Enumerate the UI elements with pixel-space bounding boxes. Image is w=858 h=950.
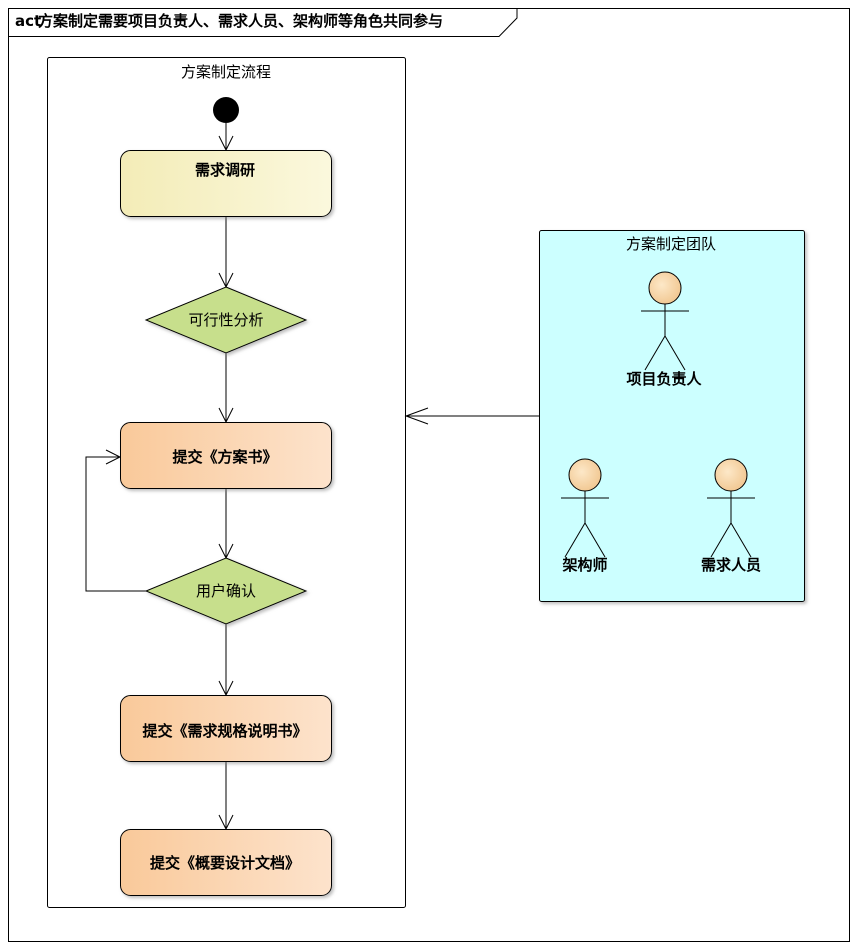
frame-title-tab: [8, 8, 518, 37]
decision-user-confirm: 用户确认: [144, 557, 308, 625]
activity-submit-plan: 提交《方案书》: [120, 422, 332, 489]
activity-submit-spec: 提交《需求规格说明书》: [120, 695, 332, 762]
activity-submit-spec-label: 提交《需求规格说明书》: [142, 722, 307, 740]
activity-submit-plan-label: 提交《方案书》: [172, 448, 277, 466]
team-partition: 方案制定团队: [539, 230, 805, 602]
decision-user-confirm-label: 用户确认: [196, 582, 256, 600]
actor-requirements-staff-label: 需求人员: [701, 556, 761, 574]
team-partition-label: 方案制定团队: [626, 235, 716, 253]
actor-architect: 架构师: [561, 458, 609, 574]
actor-requirements-staff: 需求人员: [701, 458, 761, 574]
initial-node: [213, 97, 239, 123]
decision-feasibility: 可行性分析: [144, 286, 308, 354]
actor-project-lead-label: 项目负责人: [626, 370, 702, 388]
diagram-frame: [8, 8, 850, 942]
decision-feasibility-label: 可行性分析: [188, 311, 263, 329]
activity-research-label: 需求调研: [195, 161, 255, 179]
activity-research: 需求调研: [120, 150, 332, 217]
activity-submit-design: 提交《概要设计文档》: [120, 829, 332, 896]
frame-keyword: act: [15, 12, 41, 30]
process-partition-label: 方案制定流程: [181, 63, 271, 81]
actor-architect-label: 架构师: [561, 556, 607, 574]
actor-project-lead: 项目负责人: [626, 271, 702, 388]
activity-submit-design-label: 提交《概要设计文档》: [150, 854, 300, 872]
frame-title: 方案制定需要项目负责人、需求人员、架构师等角色共同参与: [38, 12, 443, 30]
